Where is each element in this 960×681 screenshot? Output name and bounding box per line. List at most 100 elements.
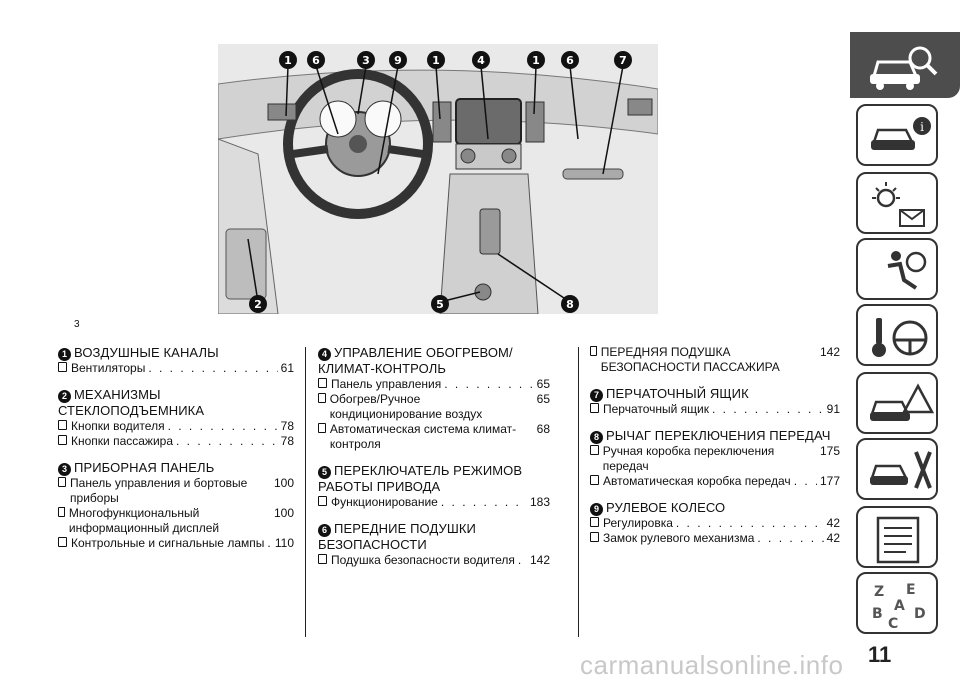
callout-8: 8	[566, 298, 574, 311]
dashboard-illustration: 1 6 3 9 1 4 1 6 7 2 5 8	[218, 44, 658, 314]
entry-text: Контрольные и сигнальные лампы	[71, 536, 265, 550]
callout-7: 7	[619, 54, 627, 67]
tab-key-steering[interactable]	[856, 304, 938, 366]
callout-3: 3	[362, 54, 370, 67]
index-entry[interactable]: Подушка безопасности водителя142	[318, 553, 550, 568]
page-number: 11	[868, 642, 892, 667]
book-icon	[318, 554, 327, 564]
index-entry[interactable]: Контрольные и сигнальные лампы 110	[58, 536, 294, 551]
leader-dots	[168, 419, 278, 434]
leader-dots	[148, 361, 277, 376]
page-ref: 65	[536, 377, 550, 391]
index-entry[interactable]: Кнопки пассажира78	[58, 434, 294, 449]
book-icon	[590, 532, 599, 542]
section-title-text: ПЕРЕКЛЮЧАТЕЛЬ РЕЖИМОВ РАБОТЫ ПРИВОДА	[318, 463, 523, 494]
book-icon	[590, 445, 599, 455]
index-entry[interactable]: Функционирование 183	[318, 495, 550, 510]
svg-text:E: E	[906, 582, 916, 598]
spec-list-icon	[876, 516, 920, 564]
book-icon	[590, 475, 599, 485]
book-icon	[58, 537, 67, 547]
entry-text: Обогрев/Ручное кондиционирование воздух	[329, 392, 483, 421]
key-steering-icon	[872, 318, 928, 357]
callout-1b: 1	[432, 54, 440, 67]
tab-car-search[interactable]	[850, 32, 960, 98]
entry-text: Кнопки пассажира	[71, 434, 173, 448]
book-icon	[590, 403, 599, 413]
chapter-sidebar: i	[850, 0, 960, 678]
index-entry[interactable]: Вентиляторы61	[58, 361, 294, 376]
section-number-badge: 9	[590, 503, 603, 516]
svg-text:Z: Z	[874, 584, 884, 600]
page-ref: 183	[529, 495, 550, 509]
column-3: ПЕРЕДНЯЯ ПОДУШКА БЕЗОПАСНОСТИ ПАССАЖИРА 1…	[590, 345, 840, 557]
index-entry[interactable]: Замок рулевого механизма42	[590, 531, 840, 546]
section-number-badge: 8	[590, 431, 603, 444]
index-entry[interactable]: Многофункциональный информационный диспл…	[58, 506, 294, 536]
book-icon	[318, 378, 327, 388]
page-ref: 42	[826, 531, 840, 545]
callout-6b: 6	[566, 54, 574, 67]
svg-text:D: D	[914, 606, 926, 622]
page-ref: 177	[819, 474, 840, 488]
section-title-text: ПЕРЧАТОЧНЫЙ ЯЩИК	[606, 386, 749, 401]
book-icon	[318, 496, 327, 506]
section-title-text: РУЛЕВОЕ КОЛЕСО	[606, 500, 726, 515]
entry-text: Панель управления	[331, 377, 442, 391]
tab-car-tools[interactable]	[856, 438, 938, 500]
page-ref: 91	[826, 402, 840, 416]
page-ref: 142	[819, 345, 840, 359]
page-ref: 78	[280, 419, 294, 433]
tab-car-warning[interactable]	[856, 372, 938, 434]
entry-text: Вентиляторы	[71, 361, 146, 375]
entry-text: Кнопки водителя	[71, 419, 165, 433]
page-ref: 142	[529, 553, 550, 567]
entry-text: Панель управления и бортовые приборы	[70, 476, 248, 505]
index-entry[interactable]: Кнопки водителя 78	[58, 419, 294, 434]
tab-airbag-seat[interactable]	[856, 238, 938, 300]
section-title-text: УПРАВЛЕНИЕ ОБОГРЕВОМ/ КЛИМАТ-КОНТРОЛЬ	[318, 345, 513, 376]
page-ref: 68	[536, 422, 550, 436]
book-icon	[318, 393, 326, 403]
callout-1: 1	[284, 54, 292, 67]
section-number-badge: 2	[58, 390, 71, 403]
entry-text: Функционирование	[331, 495, 438, 509]
tab-car-info[interactable]: i	[856, 104, 938, 166]
page-ref: 175	[819, 444, 840, 458]
tab-spec-list[interactable]	[856, 506, 938, 568]
index-entry[interactable]: Перчаточный ящик91	[590, 402, 840, 417]
index-entry[interactable]: Ручная коробка переключения передач 175	[590, 444, 840, 474]
leader-dots	[794, 474, 817, 489]
entry-text: Автоматическая коробка передач	[603, 474, 791, 488]
tab-warning-lights[interactable]	[856, 172, 938, 234]
book-icon	[58, 362, 67, 372]
entry-text: ПЕРЕДНЯЯ ПОДУШКА БЕЗОПАСНОСТИ ПАССАЖИРА	[600, 345, 780, 374]
section-number-badge: 4	[318, 348, 331, 361]
entry-text: Ручная коробка переключения передач	[602, 444, 775, 473]
book-icon	[58, 435, 67, 445]
entry-text: Автоматическая система климат-контроля	[329, 422, 517, 451]
figure-number: 3	[74, 319, 80, 330]
index-entry[interactable]: Регулировка42	[590, 516, 840, 531]
section-title-text: МЕХАНИЗМЫ СТЕКЛОПОДЪЕМНИКА	[58, 387, 205, 418]
page-ref: 110	[274, 536, 294, 550]
index-entry[interactable]: Автоматическая система климат-контроля 68	[318, 422, 550, 452]
svg-text:i: i	[920, 120, 924, 134]
index-entry[interactable]: Панель управления 65	[318, 377, 550, 392]
index-entry[interactable]: Автоматическая коробка передач 177	[590, 474, 840, 489]
index-entry[interactable]: ПЕРЕДНЯЯ ПОДУШКА БЕЗОПАСНОСТИ ПАССАЖИРА 1…	[590, 345, 840, 375]
car-warning-triangle-icon	[870, 383, 935, 421]
section-title-text: ПЕРЕДНИЕ ПОДУШКИ БЕЗОПАСНОСТИ	[318, 521, 476, 552]
